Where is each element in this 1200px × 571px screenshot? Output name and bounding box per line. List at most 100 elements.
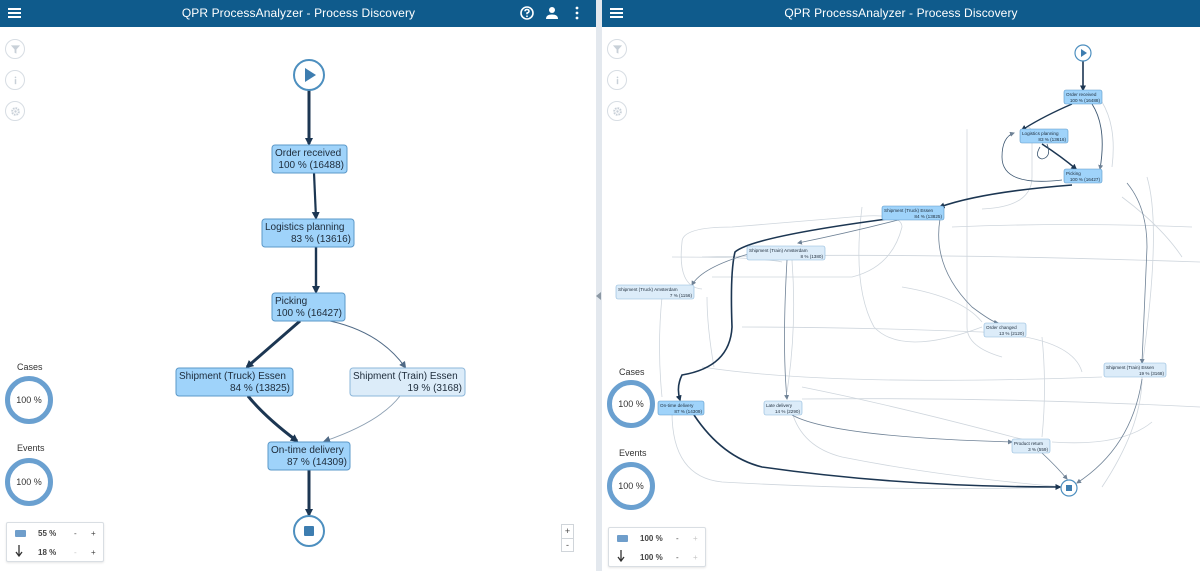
end-node[interactable] bbox=[1060, 479, 1078, 497]
node-shipment-train-essen[interactable]: Shipment (Train) Essen 19 % (3168) bbox=[1103, 362, 1167, 378]
node-picking[interactable]: Picking 100 % (16427) bbox=[1063, 168, 1103, 184]
edge-order-logistics[interactable] bbox=[1020, 103, 1073, 131]
menu-icon[interactable] bbox=[610, 7, 624, 19]
node-shipment-train-amsterdam[interactable]: Shipment (Train) Amsterdam 8 % (1380) bbox=[746, 245, 826, 261]
edge-picking-truck[interactable] bbox=[245, 319, 301, 369]
connections-percent: 100 % bbox=[640, 552, 663, 562]
start-node[interactable] bbox=[1074, 44, 1092, 62]
filter-button[interactable] bbox=[5, 39, 25, 59]
activities-increase-button[interactable]: + bbox=[693, 533, 698, 543]
node-on-time-delivery[interactable]: On-time delivery 87 % (14309) bbox=[267, 441, 351, 471]
node-stats: 87 % (14309) bbox=[287, 457, 347, 468]
edge-trainams-truckams[interactable] bbox=[691, 252, 753, 286]
help-icon[interactable] bbox=[519, 5, 535, 21]
activities-decrease-button[interactable]: - bbox=[676, 533, 679, 543]
right-pane: QPR ProcessAnalyzer - Process Discovery bbox=[602, 0, 1200, 571]
node-stats: 84 % (13825) bbox=[230, 383, 290, 394]
node-name: Shipment (Truck) Essen bbox=[884, 208, 934, 213]
zoom-control: + - bbox=[561, 524, 574, 552]
info-icon bbox=[14, 76, 16, 84]
edge-picking-train[interactable] bbox=[329, 320, 407, 369]
connections-increase-button[interactable]: + bbox=[693, 552, 698, 562]
split-divider[interactable] bbox=[596, 0, 602, 571]
edge-order-logistics[interactable] bbox=[311, 172, 320, 220]
edge-order-picking[interactable] bbox=[1091, 103, 1104, 170]
node-shipment-truck-amsterdam[interactable]: Shipment (Truck) Amsterdam 7 % (1156) bbox=[615, 284, 695, 300]
edge-truck-ontime[interactable] bbox=[246, 395, 299, 443]
edge-late[interactable] bbox=[784, 259, 790, 400]
node-name: Shipment (Train) Amsterdam bbox=[749, 248, 808, 253]
connections-increase-button[interactable]: + bbox=[91, 547, 96, 557]
info-button[interactable] bbox=[607, 70, 627, 90]
process-map-canvas-full[interactable]: Order received 100 % (16488) Logistics p… bbox=[602, 27, 1200, 571]
edge-trainessen-end[interactable] bbox=[1076, 378, 1143, 484]
node-name: Shipment (Truck) Essen bbox=[179, 371, 286, 382]
node-name: Order received bbox=[1066, 92, 1097, 97]
node-stats: 8 % (1380) bbox=[801, 254, 824, 259]
process-map-canvas[interactable]: Order received 100 % (16488) Logistics p… bbox=[0, 27, 597, 571]
end-node[interactable] bbox=[293, 515, 325, 547]
edge-ontime-end[interactable] bbox=[693, 414, 1062, 490]
edge-picking-trainessen[interactable] bbox=[1126, 182, 1148, 364]
node-order-changed[interactable]: Order changed 13 % (2120) bbox=[983, 322, 1027, 338]
activities-percent: 100 % bbox=[640, 533, 663, 543]
node-order-received[interactable]: Order received 100 % (16488) bbox=[1063, 89, 1103, 105]
more-vert-icon[interactable] bbox=[569, 5, 585, 21]
edge-return-end[interactable] bbox=[1041, 452, 1068, 480]
node-order-received[interactable]: Order received 100 % (16488) bbox=[271, 144, 348, 174]
edge-train-ontime[interactable] bbox=[323, 395, 401, 443]
node-logistics-planning[interactable]: Logistics planning 83 % (13616) bbox=[261, 218, 355, 248]
settings-icon bbox=[10, 106, 20, 116]
collapse-arrow-icon[interactable] bbox=[596, 292, 601, 300]
edge-picking-truck[interactable] bbox=[938, 184, 1073, 209]
edge-picking-logistics[interactable] bbox=[1001, 131, 1063, 182]
filter-icon bbox=[10, 44, 20, 54]
node-on-time-delivery[interactable]: On-time delivery 87 % (14309) bbox=[657, 400, 705, 416]
edge-changed[interactable] bbox=[938, 218, 999, 325]
detail-sliders: 55 % - + 18 % - + bbox=[6, 522, 104, 562]
zoom-out-button[interactable]: - bbox=[562, 538, 573, 551]
zoom-in-button[interactable]: + bbox=[564, 526, 571, 536]
node-name: Picking bbox=[275, 296, 307, 307]
node-stats: 100 % (16488) bbox=[1070, 98, 1101, 103]
info-button[interactable] bbox=[5, 70, 25, 90]
cases-meter: 100 % bbox=[5, 376, 53, 424]
filter-button[interactable] bbox=[607, 39, 627, 59]
node-stats: 100 % (16488) bbox=[278, 160, 344, 171]
arrow-down-icon bbox=[15, 545, 23, 559]
edge-truck-trainams[interactable] bbox=[797, 218, 903, 245]
node-name: Shipment (Train) Essen bbox=[1106, 365, 1155, 370]
info-icon bbox=[616, 76, 618, 84]
settings-button[interactable] bbox=[607, 101, 627, 121]
edge-truck-ontime[interactable] bbox=[675, 218, 888, 402]
node-logistics-planning[interactable]: Logistics planning 83 % (13616) bbox=[1019, 128, 1069, 144]
activities-decrease-button[interactable]: - bbox=[74, 528, 77, 538]
user-icon[interactable] bbox=[544, 5, 560, 21]
node-stats: 14 % (2290) bbox=[775, 409, 800, 414]
connections-decrease-button[interactable]: - bbox=[676, 552, 679, 562]
cases-meter: 100 % bbox=[607, 380, 655, 428]
node-picking[interactable]: Picking 100 % (16427) bbox=[271, 292, 346, 322]
node-shipment-truck-essen[interactable]: Shipment (Truck) Essen 84 % (13825) bbox=[881, 205, 945, 221]
settings-button[interactable] bbox=[5, 101, 25, 121]
edge-late-return[interactable] bbox=[791, 414, 1013, 445]
activities-increase-button[interactable]: + bbox=[91, 528, 96, 538]
edge-logistics-picking[interactable] bbox=[1041, 143, 1078, 170]
edge-logistics-loop[interactable] bbox=[1037, 143, 1050, 160]
node-shipment-train-essen[interactable]: Shipment (Train) Essen 19 % (3168) bbox=[349, 367, 466, 397]
start-node[interactable] bbox=[293, 59, 325, 91]
node-product-return[interactable]: Product return 3 % (559) bbox=[1011, 438, 1051, 454]
node-stats: 83 % (13616) bbox=[291, 234, 351, 245]
filter-icon bbox=[612, 44, 622, 54]
app-title: QPR ProcessAnalyzer - Process Discovery bbox=[181, 6, 416, 20]
menu-icon[interactable] bbox=[8, 7, 22, 19]
activities-percent: 55 % bbox=[38, 528, 57, 538]
node-name: Shipment (Train) Essen bbox=[353, 371, 458, 382]
node-stats: 83 % (13616) bbox=[1038, 137, 1066, 142]
connections-decrease-button[interactable]: - bbox=[74, 547, 77, 557]
node-shipment-truck-essen[interactable]: Shipment (Truck) Essen 84 % (13825) bbox=[175, 367, 294, 397]
node-late-delivery[interactable]: Late delivery 14 % (2290) bbox=[763, 400, 803, 416]
app-title: QPR ProcessAnalyzer - Process Discovery bbox=[784, 6, 1018, 20]
connections-slider: 18 % - + bbox=[7, 543, 103, 561]
